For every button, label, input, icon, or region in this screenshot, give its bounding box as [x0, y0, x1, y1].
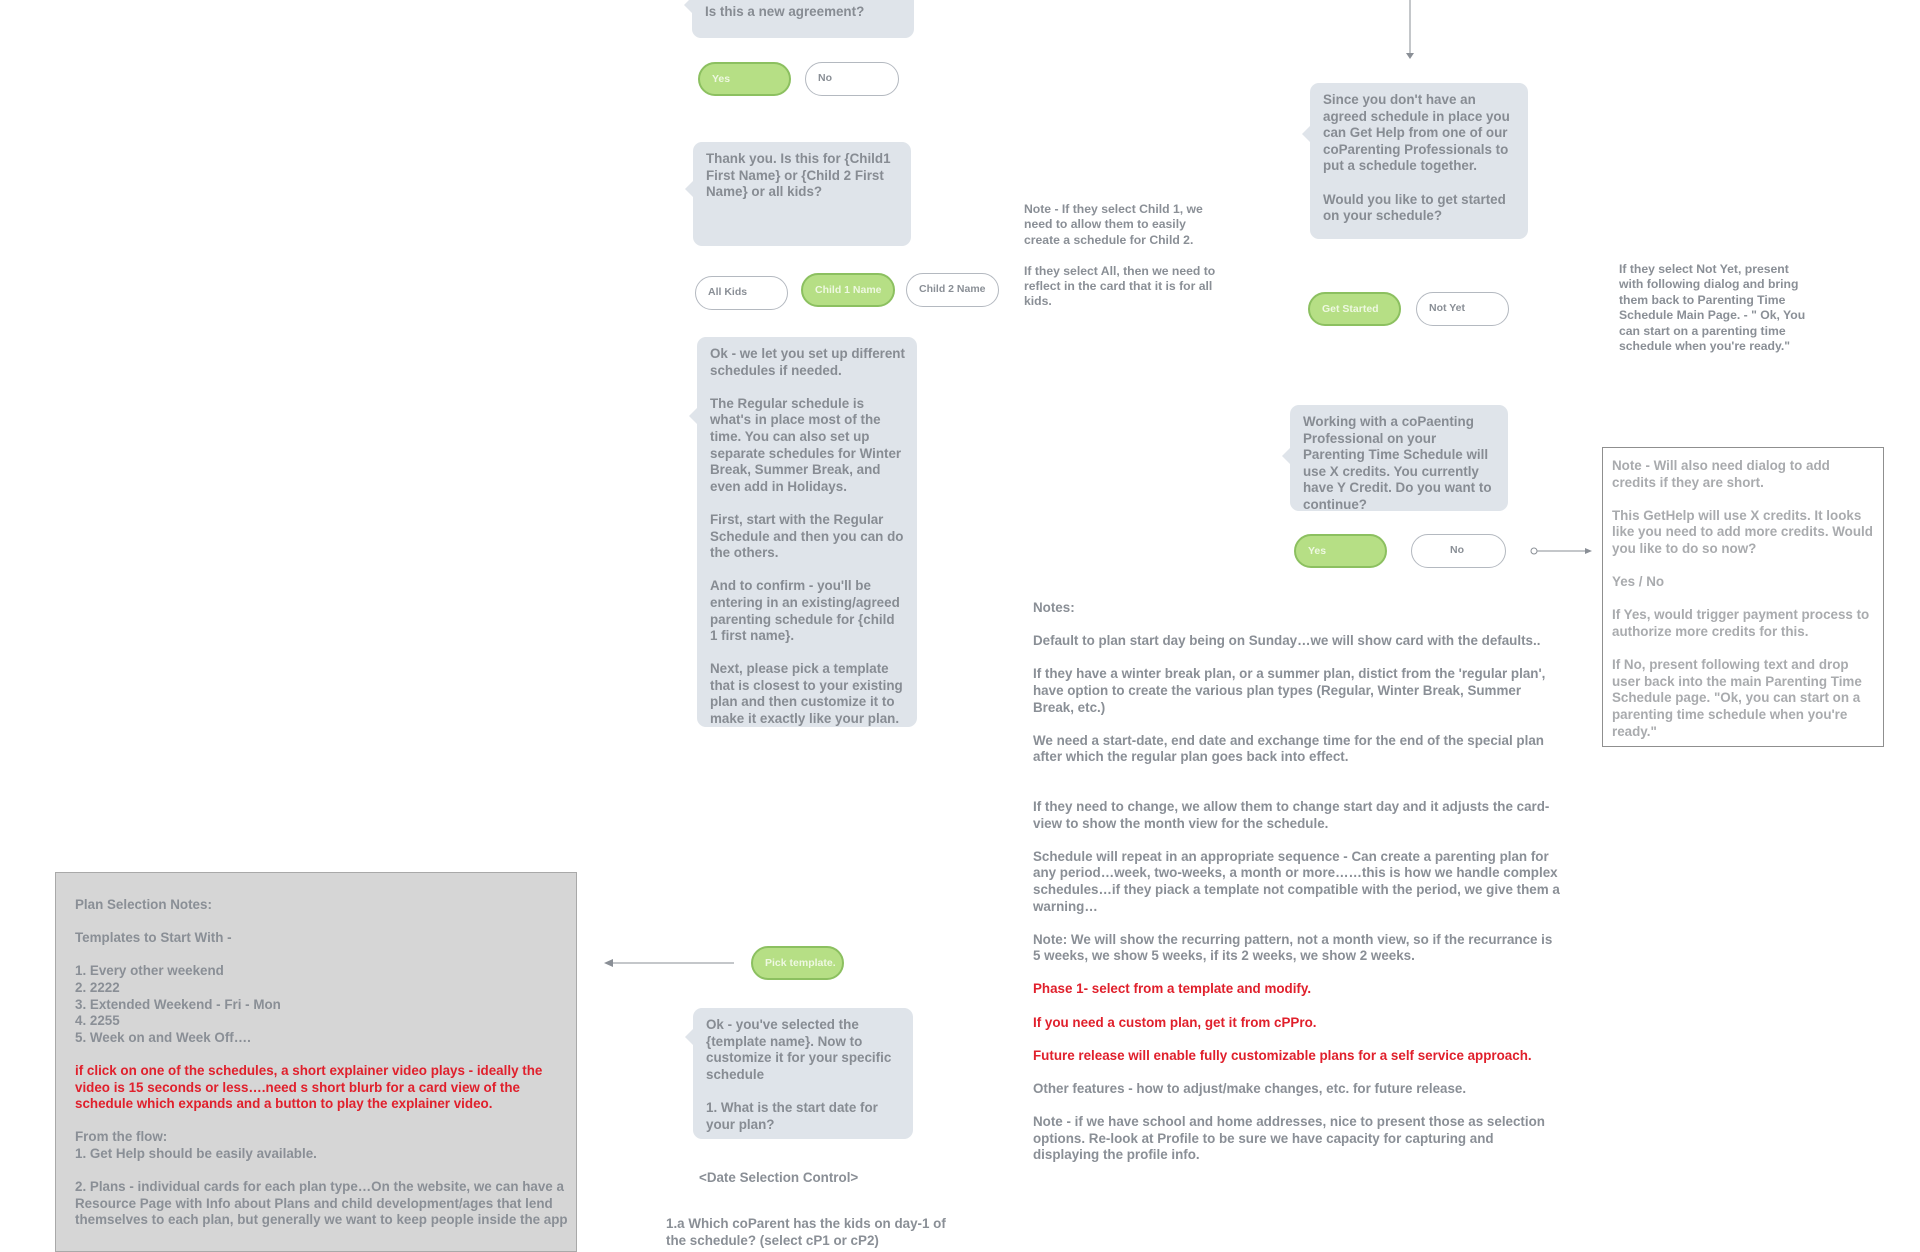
templates-heading: Templates to Start With -: [75, 930, 232, 946]
note-line-red: If you need a custom plan, get it from c…: [1033, 1014, 1317, 1030]
templates-list: 1. Every other weekend 2. 2222 3. Extend…: [75, 963, 281, 1045]
which-child-question-bubble: Thank you. Is this for {Child1 First Nam…: [685, 142, 911, 246]
yes-button[interactable]: Yes: [698, 62, 791, 96]
notes-block: Notes: Default to plan start day being o…: [1033, 600, 1563, 1181]
notes-heading: Notes:: [1033, 600, 1075, 615]
template-selected-bubble: Ok - you've selected the {template name}…: [685, 1008, 913, 1139]
note-line-red: Future release will enable fully customi…: [1033, 1047, 1532, 1063]
note-line: If they have a winter break plan, or a s…: [1033, 666, 1546, 715]
all-kids-button[interactable]: All Kids: [695, 276, 788, 310]
plans-note: 2. Plans - individual cards for each pla…: [75, 1179, 568, 1228]
note-line: Schedule will repeat in an appropriate s…: [1033, 848, 1560, 914]
not-yet-button[interactable]: Not Yet: [1416, 292, 1509, 326]
note-line: Note: We will show the recurring pattern…: [1033, 931, 1553, 964]
child-1-name-button[interactable]: Child 1 Name: [801, 273, 895, 307]
note-line: Default to plan start day being on Sunda…: [1033, 633, 1541, 649]
note-line-red: Phase 1- select from a template and modi…: [1033, 981, 1312, 997]
plan-selection-notes-panel: Plan Selection Notes: Templates to Start…: [55, 872, 577, 1252]
which-coparent-question: 1.a Which coParent has the kids on day-1…: [666, 1216, 946, 1248]
note-line: If they need to change, we allow them to…: [1033, 798, 1550, 831]
credits-dialog-note-box: Note - Will also need dialog to add cred…: [1602, 447, 1884, 747]
credits-yes-button[interactable]: Yes: [1294, 534, 1387, 568]
credits-connector-dot: [1530, 547, 1538, 555]
not-yet-note: If they select Not Yet, present with fol…: [1619, 262, 1806, 354]
no-schedule-message-bubble: Since you don't have an agreed schedule …: [1302, 83, 1528, 239]
note-line: Other features - how to adjust/make chan…: [1033, 1081, 1467, 1097]
new-agreement-question-bubble: Is this a new agreement?: [684, 0, 914, 38]
note-line: Note - if we have school and home addres…: [1033, 1114, 1545, 1163]
child-2-name-button[interactable]: Child 2 Name: [906, 273, 999, 307]
credits-note-paragraph: Yes / No: [1612, 574, 1665, 590]
credits-note-paragraph: If No, present following text and drop u…: [1612, 657, 1862, 739]
credits-note-paragraph: This GetHelp will use X credits. It look…: [1612, 507, 1873, 556]
credits-no-button[interactable]: No: [1411, 534, 1506, 568]
pick-template-arrowhead: [604, 959, 613, 967]
child-selection-note: Note - If they select Child 1, we need t…: [1024, 202, 1216, 309]
pick-template-button[interactable]: Pick template.: [751, 946, 844, 980]
video-note: if click on one of the schedules, a shor…: [75, 1062, 543, 1112]
top-connector-arrowhead: [1406, 53, 1414, 59]
no-button[interactable]: No: [805, 62, 899, 96]
credits-note-paragraph: Note - Will also need dialog to add cred…: [1612, 458, 1830, 490]
note-line: We need a start-date, end date and excha…: [1033, 732, 1544, 765]
flow-heading: From the flow: 1. Get Help should be eas…: [75, 1129, 317, 1161]
plan-panel-title: Plan Selection Notes:: [75, 897, 212, 912]
get-started-button[interactable]: Get Started: [1308, 292, 1401, 326]
date-selection-control-placeholder: <Date Selection Control>: [699, 1170, 859, 1185]
credits-note-paragraph: If Yes, would trigger payment process to…: [1612, 607, 1870, 639]
credits-connector-arrowhead: [1585, 548, 1592, 554]
schedule-info-bubble: Ok - we let you set up different schedul…: [689, 337, 917, 727]
credits-message-bubble: Working with a coPaenting Professional o…: [1282, 405, 1508, 512]
